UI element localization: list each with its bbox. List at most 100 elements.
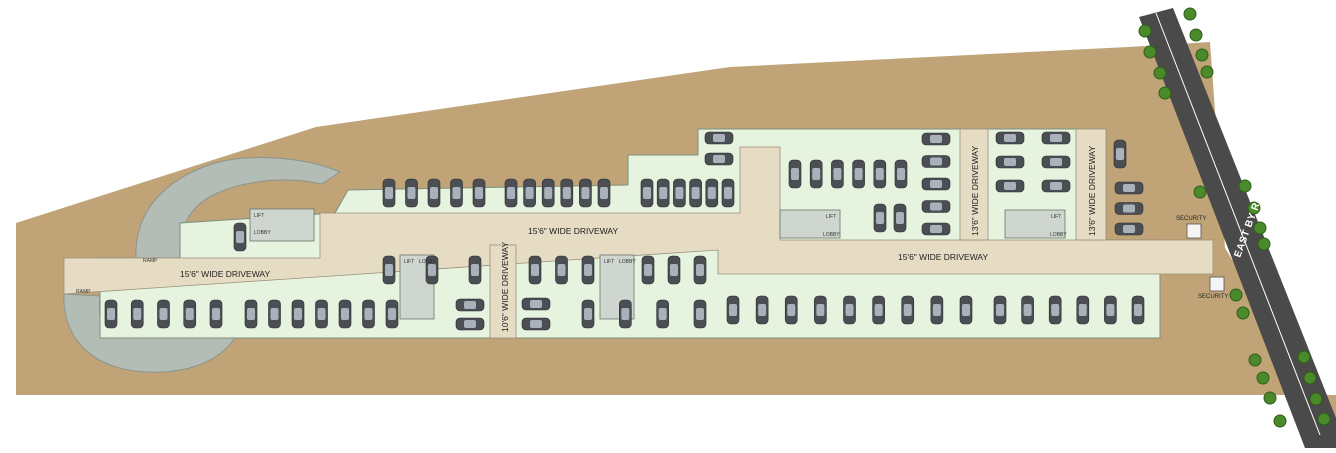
parked-car [183, 299, 197, 329]
parked-car [959, 295, 973, 325]
parked-car [656, 178, 670, 208]
parked-car [993, 295, 1007, 325]
parked-car [1104, 295, 1117, 325]
parked-car [641, 255, 655, 285]
parked-car [382, 178, 396, 208]
parked-car [1041, 179, 1071, 193]
parked-car [425, 255, 439, 285]
parked-car [581, 255, 595, 285]
parked-car [704, 131, 734, 145]
parked-car [1114, 202, 1144, 215]
tree-icon [1158, 86, 1172, 100]
parked-car [693, 299, 707, 329]
lift-label-4: LIFT [826, 214, 836, 220]
tree-icon [1303, 371, 1317, 385]
parked-car [689, 178, 702, 208]
parked-car [1048, 295, 1062, 325]
parked-car [619, 299, 632, 329]
parked-car [427, 178, 441, 208]
parked-car [450, 178, 463, 208]
parked-car [1131, 295, 1145, 325]
tree-icon [1229, 288, 1243, 302]
trees [1138, 7, 1331, 428]
parked-car [338, 299, 352, 329]
lobby-label-3: LOBBY [619, 259, 636, 265]
parked-car [104, 299, 118, 329]
parked-car [930, 295, 944, 325]
parked-car [755, 295, 769, 325]
parked-car [362, 299, 375, 329]
driveway-label-vertical-3: 13'6" WIDE DRIVEWAY [1087, 146, 1097, 236]
tree-icon [1247, 201, 1261, 215]
parked-car [893, 203, 907, 233]
parked-car [1041, 131, 1071, 145]
parked-car [233, 222, 247, 252]
parked-car [995, 179, 1025, 193]
tree-icon [1193, 185, 1207, 199]
parked-car [1114, 222, 1144, 236]
tree-icon [1153, 66, 1167, 80]
parked-car [468, 255, 482, 285]
parked-car [788, 159, 802, 189]
parked-car [555, 255, 568, 285]
parked-car [693, 255, 707, 285]
parked-car [521, 317, 551, 331]
parked-car [291, 299, 305, 329]
parked-car [656, 299, 669, 329]
driveway-label-top: 15'6" WIDE DRIVEWAY [528, 226, 618, 236]
parked-car [523, 178, 536, 208]
parked-car [1076, 295, 1090, 325]
tree-icon [1253, 221, 1267, 235]
parked-car [528, 255, 542, 285]
parked-car [995, 155, 1025, 169]
ramp-top [135, 157, 342, 259]
driveway-label-right: 15'6" WIDE DRIVEWAY [898, 252, 988, 262]
lift-label-3: LIFT [604, 259, 614, 265]
tree-icon [1138, 24, 1152, 38]
parked-car [382, 255, 396, 285]
tree-icon [1257, 237, 1271, 251]
tree-icon [1189, 28, 1203, 42]
parked-car [704, 152, 734, 166]
tree-icon [1263, 391, 1277, 405]
parked-car [268, 299, 281, 329]
east-road [1139, 8, 1336, 448]
parked-car [405, 178, 418, 208]
parked-car [597, 178, 611, 208]
parked-car [921, 222, 951, 236]
parked-car [157, 299, 170, 329]
security-booth-2 [1209, 276, 1225, 292]
ramp-label-top: RAMP [143, 258, 158, 264]
parked-car [504, 178, 518, 208]
parked-car [921, 132, 951, 146]
security-label-2: SECURITY [1198, 294, 1228, 300]
parked-car [1021, 295, 1034, 325]
parked-car [921, 155, 951, 168]
parked-car [667, 255, 681, 285]
lobby-label-1: LOBBY [254, 230, 271, 236]
parked-car [872, 295, 885, 325]
parked-car [455, 317, 485, 331]
parked-car [814, 295, 827, 325]
parked-car [581, 299, 595, 329]
parked-car [1113, 139, 1127, 169]
parked-car [894, 159, 908, 189]
parked-car [784, 295, 798, 325]
lift-label-2: LIFT [404, 259, 414, 265]
lobby-label-4: LOBBY [823, 232, 840, 238]
lift-label-1: LIFT [254, 213, 264, 219]
tree-icon [1256, 371, 1270, 385]
parked-car [315, 299, 328, 329]
parked-car [130, 299, 144, 329]
parked-car [901, 295, 915, 325]
parked-car [726, 295, 740, 325]
parked-car [921, 177, 951, 191]
tree-icon [1195, 48, 1209, 62]
parked-car [472, 178, 486, 208]
parked-car [455, 298, 485, 312]
parked-car [244, 299, 258, 329]
driveways [63, 128, 1214, 339]
parked-car [579, 178, 592, 208]
tree-icon [1143, 45, 1157, 59]
parked-car [673, 178, 686, 208]
